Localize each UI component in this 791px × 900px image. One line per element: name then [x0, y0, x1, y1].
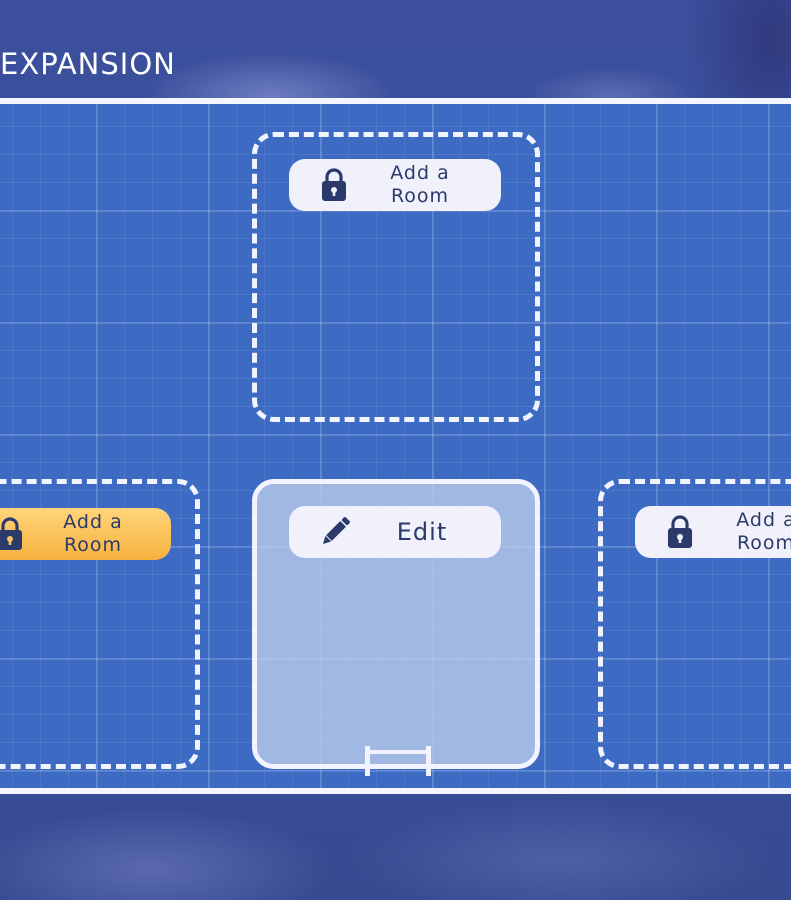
room-door — [365, 746, 431, 776]
add-room-button-top[interactable]: Add a Room — [289, 159, 501, 211]
add-room-label: Add a Room — [390, 162, 450, 207]
room-slot-center[interactable]: Edit — [252, 479, 540, 776]
add-room-label: Add a Room — [63, 511, 123, 556]
page-title: EXPANSION — [0, 47, 176, 81]
blueprint-board: Add a Room Add a Room Edit — [0, 98, 791, 794]
room-slot-right[interactable]: Add a Room — [598, 479, 791, 769]
lock-icon — [0, 517, 22, 550]
room-slot-top[interactable]: Add a Room — [252, 132, 540, 422]
lock-icon — [322, 168, 346, 201]
edit-label: Edit — [396, 517, 448, 546]
edit-button[interactable]: Edit — [289, 506, 501, 558]
pencil-icon — [322, 517, 350, 545]
add-room-button-right[interactable]: Add a Room — [635, 506, 791, 558]
room-slot-left[interactable]: Add a Room — [0, 479, 200, 769]
lock-icon — [668, 515, 692, 548]
add-room-button-left[interactable]: Add a Room — [0, 508, 171, 560]
add-room-label: Add a Room — [736, 509, 791, 554]
